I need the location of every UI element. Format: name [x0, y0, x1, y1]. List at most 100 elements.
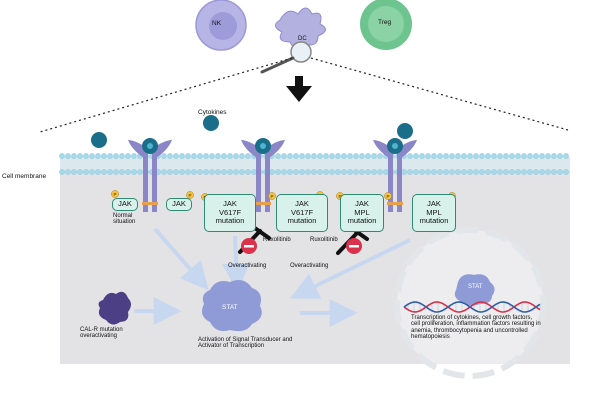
lipid-head — [353, 153, 359, 159]
lipid-head — [227, 169, 233, 175]
normal-situation-label: Normal situation — [113, 213, 136, 226]
lipid-head — [533, 169, 539, 175]
receptor-1 — [128, 138, 172, 212]
lipid-head — [221, 169, 227, 175]
nucleus — [394, 227, 546, 379]
cell-membrane-label: Cell membrane — [2, 173, 47, 180]
magnifier-icon — [260, 41, 312, 74]
lipid-head — [413, 169, 419, 175]
ligand-free-1 — [91, 132, 107, 148]
lipid-head — [479, 169, 485, 175]
lipid-head — [557, 169, 563, 175]
lipid-head — [185, 153, 191, 159]
lipid-head — [521, 153, 527, 159]
lipid-head — [419, 169, 425, 175]
lipid-head — [209, 169, 215, 175]
ruxolitinib-label-2: Ruxolitinib — [310, 237, 338, 243]
lipid-head — [497, 169, 503, 175]
svg-text:P: P — [386, 194, 389, 199]
lipid-head — [353, 169, 359, 175]
lipid-head — [203, 153, 209, 159]
lipid-head — [305, 153, 311, 159]
lipid-head — [173, 169, 179, 175]
lipid-head — [545, 169, 551, 175]
lipid-head — [563, 153, 569, 159]
lipid-head — [527, 169, 533, 175]
lipid-head — [347, 153, 353, 159]
lipid-head — [473, 153, 479, 159]
lipid-head — [503, 153, 509, 159]
lipid-head — [197, 153, 203, 159]
receptor-3 — [373, 138, 417, 212]
lipid-head — [455, 169, 461, 175]
lipid-head — [485, 153, 491, 159]
lipid-head — [515, 169, 521, 175]
lipid-head — [449, 153, 455, 159]
lipid-head — [173, 153, 179, 159]
lipid-head — [209, 153, 215, 159]
lipid-head — [557, 153, 563, 159]
lipid-head — [167, 169, 173, 175]
lipid-head — [83, 153, 89, 159]
overactivating-label-2: Overactivating — [290, 263, 329, 269]
lipid-head — [179, 169, 185, 175]
lipid-head — [239, 169, 245, 175]
lipid-head — [497, 153, 503, 159]
overactivating-label-1: Overactivating — [228, 263, 267, 269]
lipid-head — [347, 169, 353, 175]
lipid-head — [233, 169, 239, 175]
lipid-head — [485, 169, 491, 175]
lipid-head — [215, 169, 221, 175]
dna-helix — [403, 301, 541, 313]
phosphate-marker — [111, 190, 119, 198]
lipid-head — [71, 153, 77, 159]
lipid-head — [491, 153, 497, 159]
lipid-head — [449, 169, 455, 175]
phosphate-marker — [384, 192, 392, 200]
ligand-free-3 — [397, 123, 413, 139]
lipid-head — [107, 169, 113, 175]
lipid-head — [215, 153, 221, 159]
lipid-head — [359, 153, 365, 159]
lipid-head — [443, 153, 449, 159]
stat-protein-nucleus — [454, 274, 495, 306]
lipid-head — [233, 153, 239, 159]
lipid-head — [89, 169, 95, 175]
lipid-head — [299, 153, 305, 159]
lipid-head — [317, 153, 323, 159]
lipid-head — [125, 169, 131, 175]
lipid-head — [113, 153, 119, 159]
lipid-head — [131, 169, 137, 175]
lipid-head — [125, 153, 131, 159]
nk-cell — [195, 0, 247, 51]
lipid-head — [65, 153, 71, 159]
phosphate-marker — [268, 192, 276, 200]
lipid-head — [455, 153, 461, 159]
lipid-head — [509, 153, 515, 159]
receptors-group — [128, 138, 417, 212]
lipid-head — [431, 169, 437, 175]
lipid-head — [275, 153, 281, 159]
lipid-head — [491, 169, 497, 175]
lipid-head — [371, 153, 377, 159]
lipid-head — [239, 153, 245, 159]
lipid-head — [341, 169, 347, 175]
lipid-head — [551, 169, 557, 175]
lipid-head — [563, 169, 569, 175]
lipid-head — [473, 169, 479, 175]
lipid-head — [89, 153, 95, 159]
lipid-head — [251, 169, 257, 175]
lipid-head — [293, 169, 299, 175]
lipid-head — [533, 153, 539, 159]
lipid-head — [365, 169, 371, 175]
lipid-head — [293, 153, 299, 159]
lipid-head — [359, 169, 365, 175]
down-arrow-icon — [286, 76, 312, 102]
lipid-head — [161, 169, 167, 175]
lipid-head — [119, 153, 125, 159]
treg-cell — [360, 0, 412, 50]
lipid-head — [287, 153, 293, 159]
lipid-head — [377, 169, 383, 175]
